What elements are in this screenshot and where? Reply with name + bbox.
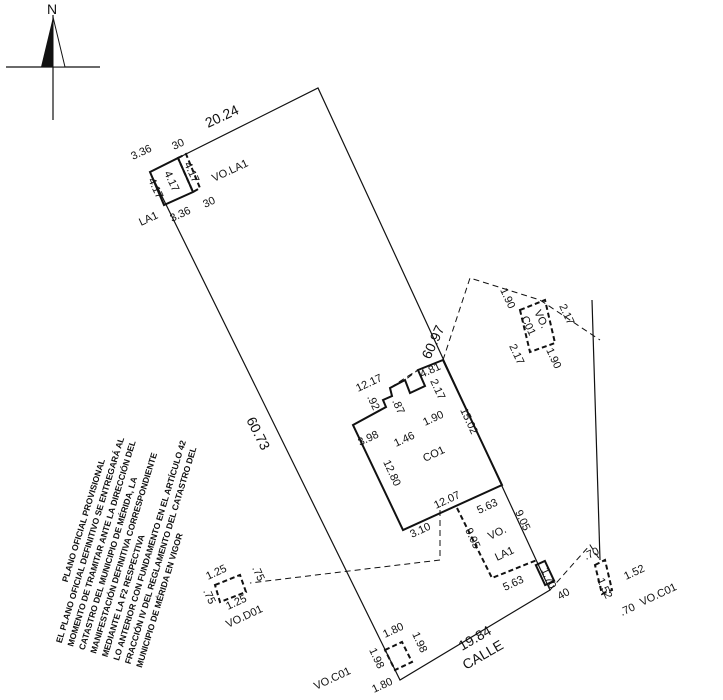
- la1-mid-dim: 4.17: [161, 169, 181, 193]
- provisional-plan-note: PLANO OFICIAL PROVISIONAL EL PLANO OFICI…: [54, 436, 199, 669]
- co1-dim-12-17: 12.17: [354, 372, 384, 395]
- lot-top-length: 20.24: [203, 101, 242, 130]
- vo-d01-right: .75: [249, 564, 266, 583]
- north-arrow-icon: N: [6, 1, 100, 120]
- vo-co1-left-label: VO.C01: [312, 665, 353, 692]
- co1-dim-3-98: 3.98: [356, 429, 380, 449]
- co1-dim-15-02: 15.02: [457, 406, 480, 436]
- vo-co1-detail-left: 2.17: [506, 342, 526, 366]
- vo-la1-top-dim: 5.63: [475, 497, 499, 517]
- vo-co1-right-a: .70: [582, 545, 601, 562]
- la1-label: LA1: [137, 210, 160, 229]
- vo-la1-bottom-dim: 5.63: [501, 574, 525, 594]
- co1-dim-1-46: 1.46: [392, 430, 416, 450]
- vo-co1-right-c: 1.52: [594, 576, 614, 600]
- la1-top-small-dim: 30: [170, 137, 186, 153]
- lot-left-length: 60.73: [243, 414, 273, 453]
- co1-label: CO1: [421, 444, 447, 464]
- co1-notch-dashed: [389, 369, 419, 389]
- co1-dim-92: .92: [364, 393, 381, 412]
- vo-co1-left-left: 1.98: [366, 646, 386, 670]
- la1-box: [148, 156, 195, 207]
- vo-la1-dashed: [456, 507, 538, 580]
- north-label: N: [47, 1, 57, 17]
- vo-co1-right-label: VO.C01: [638, 581, 679, 608]
- lot-right-length: 60.97: [418, 323, 447, 362]
- co1-dim-3-10: 3.10: [408, 521, 432, 541]
- vo-co1-left-top: 1.80: [381, 621, 405, 641]
- vo-co1-left-bottom: 1.80: [370, 676, 394, 696]
- la1-bottom-dim: 3.36: [168, 205, 192, 225]
- vo-co1-left-box: [383, 640, 414, 672]
- vo-co1-detail-right: 2.17: [556, 302, 576, 326]
- vo-la1-label: VO.LA1: [210, 158, 250, 185]
- co1-building: [351, 358, 504, 532]
- vo-co1-detail-bottom: 1.90: [543, 346, 563, 370]
- vo-co1-right-box: [593, 558, 614, 596]
- vo-co1-detail-top: 1.90: [497, 286, 517, 310]
- vo-la1-box: [176, 152, 202, 194]
- vo-la1-label-1: VO.: [486, 524, 508, 543]
- front-corner-dim: 40: [556, 586, 573, 603]
- co1-dim-2-17: 2.17: [427, 377, 447, 401]
- co1-dim-12-80: 12.80: [380, 458, 403, 488]
- co1-dim-1-90: 1.90: [421, 409, 445, 429]
- vo-la1-left-dim: 9.05: [462, 526, 482, 550]
- vo-la1-right-dim: 9.05: [512, 508, 532, 532]
- vo-la1-label-2: LA1: [493, 545, 516, 564]
- la1-top-dim: 3.36: [129, 143, 153, 163]
- la1-bottom-small-dim: 30: [201, 195, 217, 211]
- vo-d01-left: .75: [200, 587, 217, 606]
- vo-co1-right-d: .70: [618, 601, 637, 618]
- co1-dim-87: .87: [389, 397, 406, 416]
- vo-co1-detail-box: [518, 298, 557, 354]
- vo-d01-box: [213, 573, 248, 604]
- vo-co1-right-b: 1.52: [622, 563, 646, 583]
- vo-co1-left-right: 1.98: [409, 630, 429, 654]
- vo-d01-top: 1.25: [204, 563, 228, 583]
